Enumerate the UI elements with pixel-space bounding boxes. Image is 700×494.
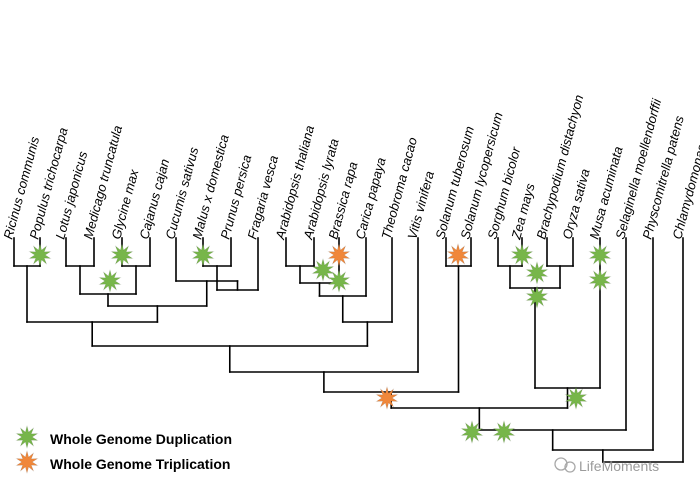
whole-genome-duplication-marker	[98, 268, 122, 294]
whole-genome-duplication-marker	[525, 284, 549, 310]
watermark: LifeMoments	[554, 457, 659, 474]
genome-event-markers	[28, 242, 612, 445]
whole-genome-duplication-marker	[460, 419, 484, 445]
species-label: Glycine max	[108, 167, 141, 240]
whole-genome-duplication-marker	[28, 242, 52, 268]
legend: Whole Genome Duplication Whole Genome Tr…	[15, 424, 232, 475]
whole-genome-duplication-marker	[327, 268, 351, 294]
duplication-icon	[15, 424, 39, 450]
legend-duplication-label: Whole Genome Duplication	[50, 431, 232, 447]
whole-genome-duplication-marker	[564, 385, 588, 411]
whole-genome-duplication-marker	[311, 257, 335, 283]
whole-genome-duplication-marker	[110, 242, 134, 268]
whole-genome-duplication-marker	[191, 242, 215, 268]
legend-triplication-label: Whole Genome Triplication	[50, 456, 230, 472]
whole-genome-duplication-marker	[588, 267, 612, 293]
species-label: Vitis vinifera	[404, 169, 437, 240]
whole-genome-triplication-marker	[327, 242, 351, 268]
whole-genome-triplication-marker	[375, 385, 399, 411]
watermark-text: LifeMoments	[579, 458, 659, 474]
tree-branches	[13, 237, 684, 463]
watermark-logo-icon	[554, 457, 576, 473]
whole-genome-duplication-marker	[588, 242, 612, 268]
legend-duplication-marker	[15, 424, 39, 450]
legend-triplication-marker	[15, 449, 39, 475]
whole-genome-triplication-marker	[446, 242, 470, 268]
triplication-icon	[15, 449, 39, 475]
whole-genome-duplication-marker	[510, 242, 534, 268]
whole-genome-duplication-marker	[492, 419, 516, 445]
species-label: Zea mays	[508, 181, 538, 241]
whole-genome-duplication-marker	[525, 260, 549, 286]
